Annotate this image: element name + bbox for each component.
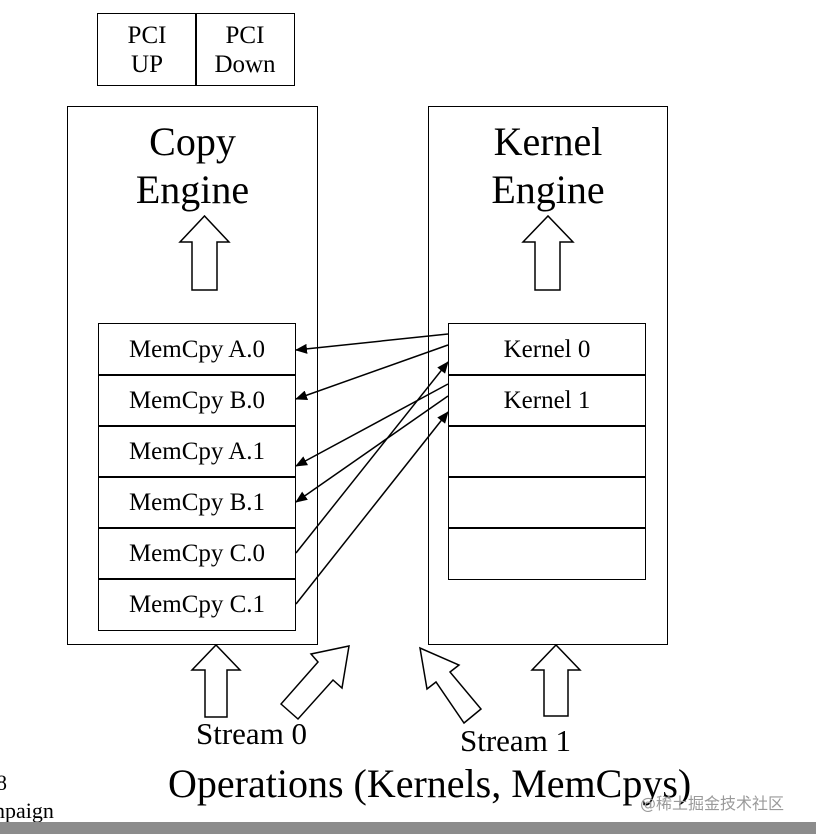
pci-up-box: PCI UP: [97, 13, 197, 86]
edge-text-top: 8: [0, 770, 7, 795]
stream1-up-arrow: [530, 643, 582, 717]
dep-arrow-k1-memcpy-a1: [295, 383, 449, 467]
copy-queue-slot: MemCpy C.0: [98, 527, 296, 580]
dep-arrow-memcpy-c0-k0: [295, 361, 449, 554]
copy-queue-slot: MemCpy A.1: [98, 425, 296, 478]
stream0-up-arrow: [190, 643, 242, 718]
copy-engine-up-arrow: [178, 214, 231, 291]
dep-arrow-k1-memcpy-b1: [295, 395, 449, 503]
stream1-label: Stream 1: [460, 723, 572, 758]
dep-arrow-k0-memcpy-b0: [295, 344, 449, 401]
watermark: @稀土掘金技术社区: [640, 794, 785, 813]
copy-queue-slot: MemCpy C.1: [98, 578, 296, 631]
kernel-queue-slot: Kernel 0: [448, 323, 646, 376]
kernel-engine-title: Kernel Engine: [491, 119, 605, 212]
kernel-queue-slot: Kernel 1: [448, 374, 646, 427]
kernel-engine-up-arrow: [521, 214, 575, 291]
copy-queue-slot: MemCpy B.0: [98, 374, 296, 427]
stream0-label: Stream 0: [196, 716, 308, 751]
copy-queue-slot: MemCpy B.1: [98, 476, 296, 529]
copy-queue-slot: MemCpy A.0: [98, 323, 296, 376]
copy-engine-title: Copy Engine: [135, 119, 250, 212]
dep-arrow-memcpy-c1-k1: [295, 411, 449, 605]
dep-arrow-k0-memcpy-a0: [295, 333, 449, 354]
stream0-diagonal-arrow: [279, 645, 350, 721]
kernel-queue-slot: [448, 425, 646, 478]
footer-bar: [0, 822, 816, 834]
operations-label: Operations (Kernels, MemCpys): [168, 761, 692, 806]
kernel-queue-slot: [448, 527, 646, 580]
pci-down-box: PCI Down: [195, 13, 295, 86]
edge-text-bottom: npaign: [0, 798, 54, 823]
kernel-queue-slot: [448, 476, 646, 529]
stream1-diagonal-arrow: [419, 646, 483, 725]
